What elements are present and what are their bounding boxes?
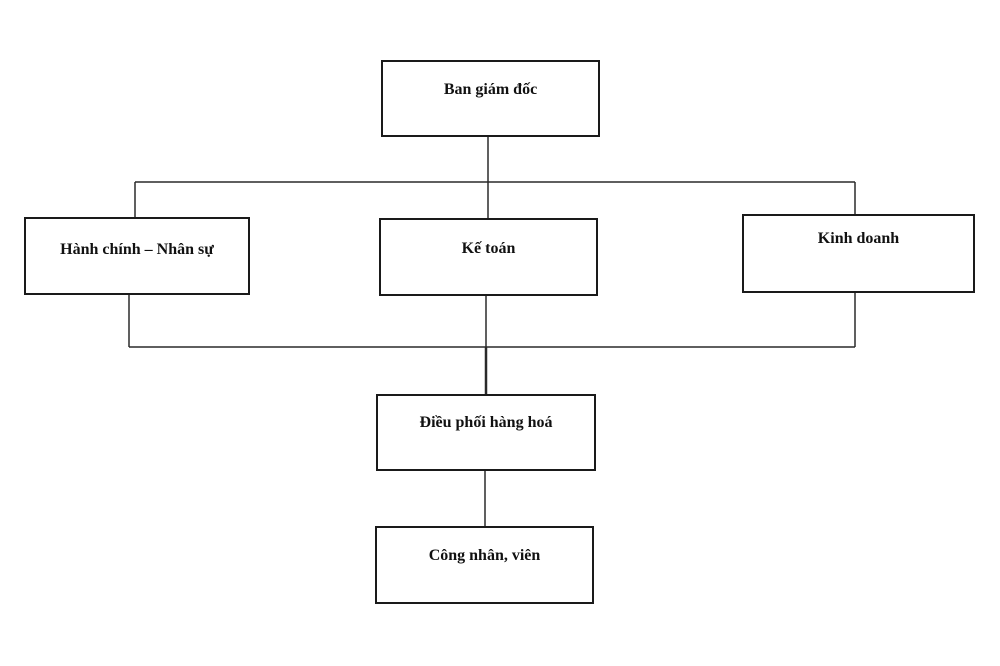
node-admin-hr-label: Hành chính – Nhân sự bbox=[60, 241, 214, 258]
node-director: Ban giám đốc bbox=[381, 60, 600, 137]
node-admin-hr: Hành chính – Nhân sự bbox=[24, 217, 250, 295]
node-goods-coordination: Điều phối hàng hoá bbox=[376, 394, 596, 471]
node-workers-label: Công nhân, viên bbox=[428, 547, 541, 564]
node-sales: Kinh doanh bbox=[742, 214, 975, 293]
node-accounting: Kế toán bbox=[379, 218, 598, 296]
node-workers: Công nhân, viên bbox=[375, 526, 594, 604]
node-sales-label: Kinh doanh bbox=[817, 229, 900, 247]
node-accounting-label: Kế toán bbox=[461, 240, 516, 257]
node-director-label: Ban giám đốc bbox=[443, 80, 538, 98]
node-goods-coordination-label: Điều phối hàng hoá bbox=[419, 413, 553, 431]
